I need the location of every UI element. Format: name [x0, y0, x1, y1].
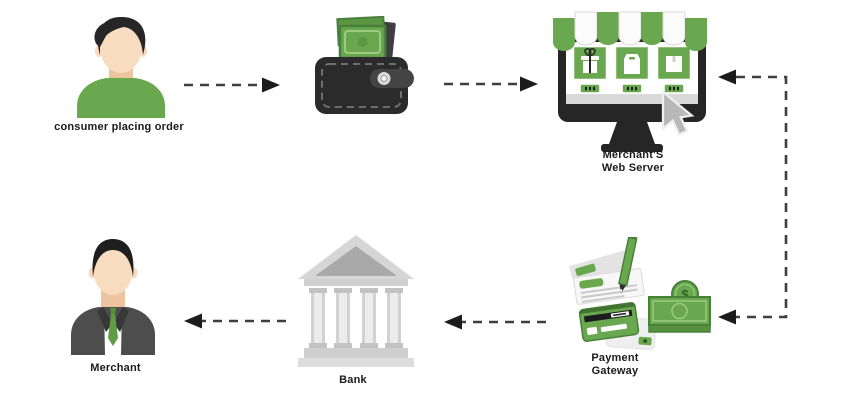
payment-gateway-label: Payment Gateway: [567, 352, 663, 378]
web-server-label: Merchant'S Web Server: [572, 149, 694, 175]
awning: [553, 11, 707, 51]
coin-dollar-symbol: $: [681, 287, 689, 302]
payment-gateway-node: $: [563, 237, 721, 352]
payment-gateway-label-line1: Payment: [591, 352, 639, 364]
consumer-label: consumer placing order: [54, 121, 184, 133]
arrow-consumer-to-wallet: [184, 77, 280, 93]
web-server-label-line2: Web Server: [601, 162, 665, 174]
mouse-cursor-icon: [661, 89, 695, 137]
payment-gateway-label-line2: Gateway: [591, 365, 639, 377]
cash-bills: [336, 16, 387, 60]
bank-building-icon: [298, 235, 414, 367]
web-server-label-line1: Merchant'S: [602, 149, 664, 161]
person-green-shirt-icon: [77, 16, 165, 118]
wallet-with-cash-icon: [315, 16, 414, 114]
arrow-bank-to-merchant: [184, 313, 286, 329]
consumer-node: [73, 14, 169, 118]
web-server-node: [551, 4, 713, 152]
storefront-monitor-icon: [553, 11, 707, 152]
buy-buttons: [579, 83, 685, 94]
person-suit-icon: [71, 239, 155, 355]
bank-columns: [309, 288, 403, 348]
elbow-connector-webserver-paymentgateway: [718, 69, 788, 325]
merchant-label: Merchant: [90, 362, 141, 374]
arrow-wallet-to-webserver: [444, 76, 538, 92]
product-tile-box: [655, 44, 693, 82]
merchant-node: [68, 235, 158, 355]
wallet-node: [308, 16, 414, 116]
bank-node: [296, 231, 416, 367]
arrow-paymentgateway-to-bank: [444, 314, 546, 330]
bank-label: Bank: [339, 374, 367, 386]
pen-icon: [618, 237, 638, 293]
green-credit-card: [578, 302, 640, 342]
wallet-strap: [370, 69, 414, 88]
product-tile-gift: [571, 44, 609, 82]
money-stack: $: [648, 280, 711, 333]
product-tile-bag: [613, 44, 651, 82]
checks-cards-money-icon: $: [568, 237, 711, 350]
